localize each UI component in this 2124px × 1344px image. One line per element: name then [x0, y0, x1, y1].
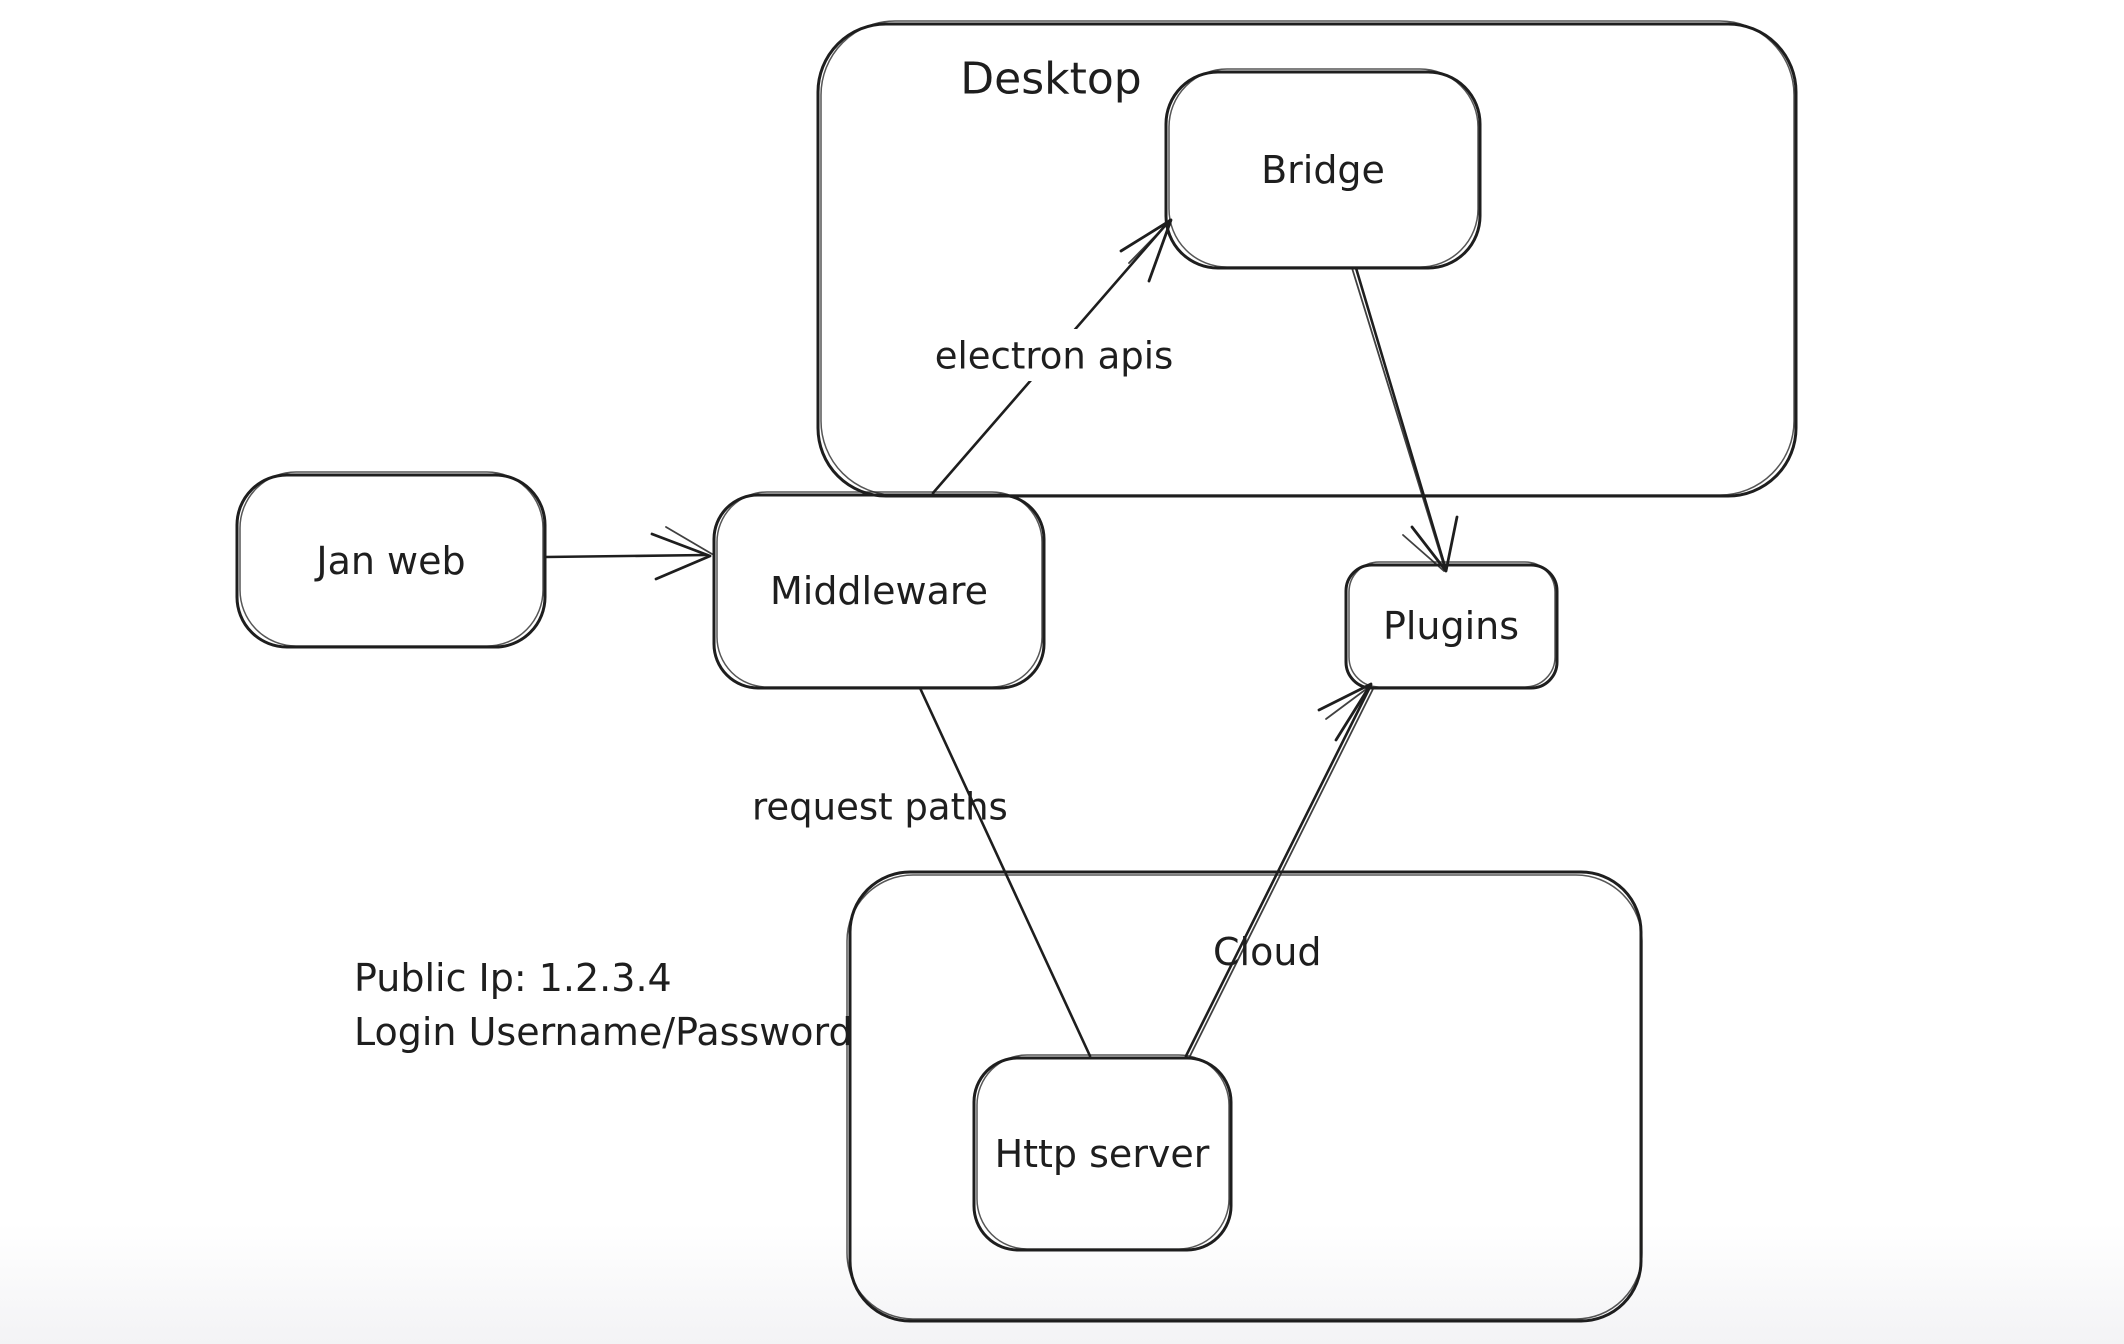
- http-server-label: Http server: [995, 1132, 1210, 1176]
- cloud-container-box-sketch-stroke: [846, 874, 1643, 1320]
- edge-middleware-to-bridge: electron apis: [920, 218, 1188, 495]
- arrow-line: [1354, 266, 1448, 572]
- container-cloud[interactable]: [846, 870, 1643, 1323]
- arrowhead-sketch-stroke: [1128, 221, 1170, 264]
- middleware-box[interactable]: [712, 493, 1046, 690]
- cloud-container-box[interactable]: [848, 870, 1643, 1323]
- arrowhead-icon: [1317, 682, 1373, 742]
- jan-web-box-sketch-stroke: [239, 471, 544, 647]
- edge-jan-web-to-middleware: [543, 526, 713, 581]
- plugins-box-sketch-stroke: [1348, 561, 1556, 688]
- middleware-label: Middleware: [770, 569, 988, 613]
- arrowhead-icon: [650, 532, 712, 581]
- middleware-box-sketch-stroke: [716, 491, 1043, 688]
- arrowhead-icon: [1119, 218, 1173, 283]
- http-server-box-sketch-stroke: [976, 1054, 1230, 1250]
- desktop-container-box[interactable]: [816, 22, 1798, 498]
- desktop-container-label: Desktop: [960, 54, 1141, 105]
- credentials-note: Public Ip: 1.2.3.4 Login Username/Passwo…: [354, 956, 853, 1054]
- arrow-line: [543, 553, 709, 559]
- arrowhead-sketch-stroke: [665, 526, 713, 555]
- edge-bridge-to-plugins: [1351, 266, 1459, 573]
- container-desktop[interactable]: Desktop: [816, 20, 1798, 498]
- arrow-line-sketch-stroke: [1351, 267, 1445, 567]
- arrow-line: [1184, 683, 1373, 1058]
- jan-web-box[interactable]: [235, 473, 547, 649]
- http-server-box[interactable]: [972, 1056, 1233, 1252]
- edge-middleware-to-http-server: request paths: [752, 686, 1092, 1058]
- node-plugins[interactable]: Plugins: [1344, 561, 1559, 690]
- node-http-server[interactable]: Http server: [972, 1054, 1233, 1252]
- note-public-ip: Public Ip: 1.2.3.4: [354, 956, 672, 1000]
- arrow-line-sketch-stroke: [1189, 688, 1374, 1057]
- desktop-container-box-sketch-stroke: [820, 20, 1795, 496]
- arrow-line: [918, 686, 1092, 1058]
- jan-web-label: Jan web: [314, 539, 465, 583]
- bridge-box[interactable]: [1164, 70, 1482, 270]
- edge-label-electron-apis: electron apis: [935, 335, 1174, 378]
- node-middleware[interactable]: Middleware: [712, 491, 1046, 690]
- node-jan-web[interactable]: Jan web: [235, 471, 547, 649]
- edge-http-server-to-plugins: [1184, 682, 1374, 1058]
- arrowhead-sketch-stroke: [1325, 686, 1370, 720]
- node-bridge[interactable]: Bridge: [1164, 68, 1482, 270]
- edge-label-background: [920, 329, 1188, 381]
- note-login: Login Username/Password: [354, 1010, 853, 1054]
- plugins-label: Plugins: [1383, 604, 1519, 648]
- edge-label-request-paths: request paths: [752, 786, 1008, 829]
- cloud-container-label: Cloud: [1213, 930, 1322, 974]
- arrowhead-icon: [1410, 515, 1459, 573]
- plugins-box[interactable]: [1344, 563, 1559, 690]
- bridge-label: Bridge: [1261, 148, 1385, 192]
- bridge-box-sketch-stroke: [1168, 68, 1479, 268]
